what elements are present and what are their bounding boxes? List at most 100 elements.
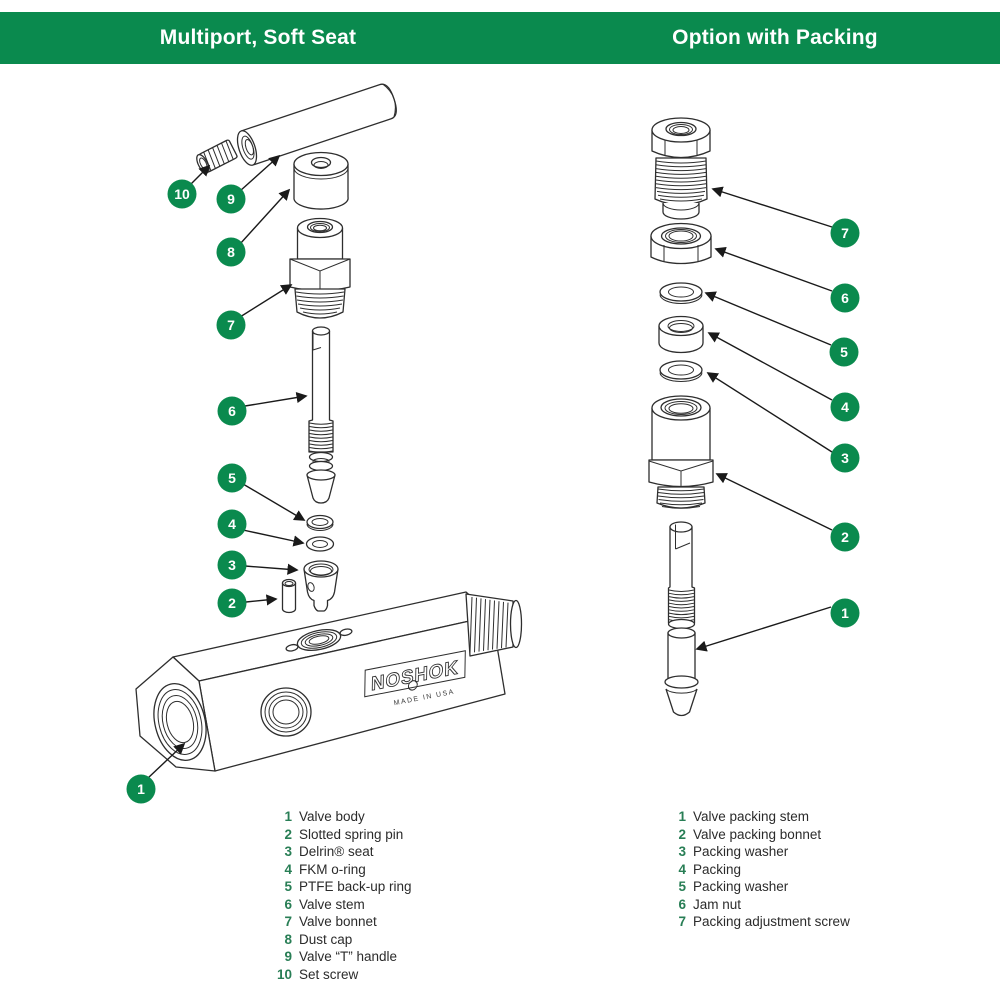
svg-text:4: 4 [228, 516, 236, 532]
part-label: Valve body [299, 809, 365, 824]
o-ring-drawing [305, 536, 335, 552]
parts-list-item: 7 Packing adjustment screw [650, 913, 849, 931]
callout-right-7: 7 [830, 218, 860, 248]
part-number: 10 [276, 966, 292, 982]
svg-text:7: 7 [841, 225, 849, 241]
dust-cap-drawing [293, 151, 349, 210]
valve-stem-drawing [306, 326, 336, 504]
part-label: Packing washer [693, 879, 789, 894]
part-label: Valve packing stem [693, 809, 810, 824]
callout-left-3: 3 [217, 550, 247, 580]
parts-list-item: 8 Dust cap [252, 931, 412, 949]
parts-list-item: 3 Delrin® seat [252, 843, 412, 861]
packing-washer-bottom-drawing [659, 360, 703, 382]
callout-left-1: 1 [126, 774, 156, 804]
part-number: 2 [284, 826, 292, 842]
part-label: Valve bonnet [299, 914, 377, 929]
parts-list-item: 2 Valve packing bonnet [650, 826, 850, 844]
parts-list-item: 4 Packing [650, 861, 850, 879]
part-label: PTFE back-up ring [299, 879, 412, 894]
right-leader-arrows [695, 186, 833, 652]
part-number: 7 [284, 914, 292, 929]
svg-text:2: 2 [841, 529, 849, 545]
part-label: Set screw [299, 966, 359, 982]
svg-text:1: 1 [137, 781, 145, 797]
part-number: 1 [678, 809, 686, 824]
svg-text:3: 3 [228, 557, 236, 573]
left-leader-arrows [147, 154, 308, 779]
callout-right-2: 2 [830, 522, 860, 552]
left-callouts: 10 9 8 7 6 5 4 3 2 1 [126, 179, 247, 804]
parts-list-item: 5 PTFE back-up ring [252, 878, 412, 896]
packing-drawing [658, 315, 704, 354]
part-number: 5 [284, 879, 292, 894]
svg-text:6: 6 [228, 403, 236, 419]
left-parts-list: 1 Valve body 2 Slotted spring pin 3 Delr… [252, 808, 412, 983]
part-label: Packing washer [693, 844, 789, 859]
t-handle-drawing [236, 83, 397, 166]
packing-stem-drawing [664, 521, 699, 717]
callout-right-1: 1 [830, 598, 860, 628]
callout-left-5: 5 [217, 463, 247, 493]
part-label: Valve packing bonnet [693, 826, 822, 842]
packing-adjustment-screw-drawing [651, 117, 711, 220]
valve-bonnet-drawing [289, 217, 351, 319]
parts-list-item: 1 Valve packing stem [650, 808, 850, 826]
part-label: FKM o-ring [299, 861, 366, 877]
delrin-seat-drawing [303, 560, 339, 612]
parts-list-item: 5 Packing washer [650, 878, 850, 896]
part-number: 9 [284, 949, 292, 964]
part-number: 1 [284, 809, 292, 824]
packing-washer-top-drawing [659, 282, 703, 304]
part-number: 7 [678, 914, 686, 929]
svg-text:8: 8 [227, 244, 235, 260]
part-number: 4 [284, 861, 292, 877]
right-parts-list: 1 Valve packing stem 2 Valve packing bon… [650, 808, 850, 931]
svg-text:6: 6 [841, 290, 849, 306]
callout-left-7: 7 [216, 310, 246, 340]
jam-nut-drawing [650, 222, 712, 265]
part-label: Packing [693, 861, 742, 877]
right-panel-title: Option with Packing [672, 26, 878, 49]
parts-list-item: 9 Valve “T” handle [252, 948, 412, 966]
part-number: 2 [678, 826, 686, 842]
spring-pin-drawing [281, 578, 297, 614]
part-label: Delrin® seat [299, 844, 374, 859]
callout-left-2: 2 [217, 588, 247, 618]
svg-text:1: 1 [841, 605, 849, 621]
part-number: 8 [284, 931, 292, 947]
packing-bonnet-drawing [648, 395, 714, 509]
set-screw-drawing [196, 139, 238, 174]
parts-list-item: 3 Packing washer [650, 843, 850, 861]
svg-text:9: 9 [227, 191, 235, 207]
callout-right-4: 4 [830, 392, 860, 422]
svg-text:3: 3 [841, 450, 849, 466]
svg-text:2: 2 [228, 595, 236, 611]
svg-text:5: 5 [228, 470, 236, 486]
callout-right-6: 6 [830, 283, 860, 313]
parts-list-item: 10 Set screw [252, 966, 412, 984]
callout-left-6: 6 [217, 396, 247, 426]
svg-text:5: 5 [840, 344, 848, 360]
backup-ring-drawing [306, 514, 334, 531]
left-panel-title: Multiport, Soft Seat [159, 26, 357, 49]
callout-left-4: 4 [217, 509, 247, 539]
part-number: 5 [678, 879, 686, 894]
parts-list-item: 2 Slotted spring pin [252, 826, 412, 844]
parts-list-item: 1 Valve body [252, 808, 412, 826]
part-label: Slotted spring pin [299, 826, 404, 842]
callout-left-10: 10 [167, 179, 197, 209]
callout-left-8: 8 [216, 237, 246, 267]
callout-right-3: 3 [830, 443, 860, 473]
part-number: 6 [678, 896, 686, 912]
part-number: 3 [284, 844, 292, 859]
svg-text:7: 7 [227, 317, 235, 333]
header-bar: Multiport, Soft Seat Option with Packing [0, 12, 1000, 64]
part-number: 4 [678, 861, 686, 877]
part-label: Valve stem [299, 896, 365, 912]
callout-right-5: 5 [829, 337, 859, 367]
parts-list-item: 6 Jam nut [650, 896, 850, 914]
parts-list-item: 7 Valve bonnet [252, 913, 412, 931]
